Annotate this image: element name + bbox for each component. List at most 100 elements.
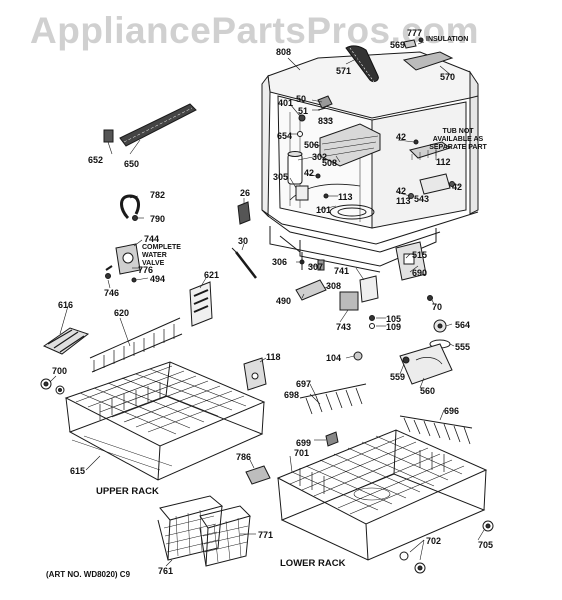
part-label-701: 701 bbox=[294, 448, 310, 458]
part-label-571: 571 bbox=[336, 66, 352, 76]
spray-nozzle-564 bbox=[429, 319, 451, 349]
part-label-570: 570 bbox=[440, 72, 456, 82]
upper-rack-drawing bbox=[64, 361, 266, 481]
bracket-308-490 bbox=[295, 252, 327, 301]
part-label-616: 616 bbox=[58, 300, 74, 310]
lower-rack-caption: LOWER RACK bbox=[280, 558, 346, 569]
part-label-113b: 113 bbox=[396, 196, 411, 206]
part-label-307: 307 bbox=[308, 262, 324, 272]
part-label-113a: 113 bbox=[338, 192, 353, 202]
part-label-560: 560 bbox=[420, 386, 436, 396]
part-label-743: 743 bbox=[336, 322, 352, 332]
part-label-42c: 42 bbox=[396, 186, 407, 196]
part-label-790: 790 bbox=[150, 214, 166, 224]
part-label-650: 650 bbox=[124, 159, 140, 169]
door-gasket-strip bbox=[103, 103, 197, 147]
part-label-564: 564 bbox=[455, 320, 471, 330]
rack-roller-700 bbox=[40, 378, 65, 395]
part-label-70: 70 bbox=[432, 302, 443, 312]
part-label-746: 746 bbox=[104, 288, 120, 298]
upper-rack-caption: UPPER RACK bbox=[96, 486, 159, 497]
part-label-782: 782 bbox=[150, 190, 166, 200]
part-label-401: 401 bbox=[278, 98, 294, 108]
screw-105 bbox=[369, 315, 375, 321]
part-label-697: 697 bbox=[296, 379, 312, 389]
watermark-text: AppliancePartsPros.com bbox=[30, 10, 479, 51]
tub-note-line-2: AVAILABLE AS bbox=[432, 136, 484, 143]
part-label-833: 833 bbox=[318, 116, 334, 126]
lower-rack-drawing bbox=[276, 429, 488, 561]
part-label-543: 543 bbox=[414, 194, 430, 204]
insulation-fragment-label: INSULATION bbox=[426, 36, 469, 43]
tine-row-697 bbox=[299, 383, 367, 415]
rack-stop-118 bbox=[243, 357, 267, 391]
part-label-705: 705 bbox=[478, 540, 494, 550]
part-label-741: 741 bbox=[334, 266, 350, 276]
upper-rack-fence-620 bbox=[89, 317, 183, 373]
part-label-490: 490 bbox=[276, 296, 292, 306]
tub-note-line-1: TUB NOT bbox=[442, 128, 474, 135]
drain-hose-782 bbox=[120, 194, 140, 221]
heater-560 bbox=[399, 343, 453, 385]
part-label-771: 771 bbox=[258, 530, 274, 540]
screw-70 bbox=[427, 295, 433, 301]
part-label-42d: 42 bbox=[452, 182, 463, 192]
tub-assembly bbox=[261, 37, 479, 273]
part-label-786: 786 bbox=[236, 452, 252, 462]
part-label-305: 305 bbox=[273, 172, 289, 182]
tub-not-available-note: TUB NOT AVAILABLE AS SEPARATE PART bbox=[426, 128, 490, 152]
part-label-808: 808 bbox=[276, 47, 292, 57]
part-label-105: 105 bbox=[386, 314, 402, 324]
part-label-652: 652 bbox=[88, 155, 104, 165]
leader-lines bbox=[49, 41, 485, 567]
part-label-761: 761 bbox=[158, 566, 174, 576]
complete-water-valve-note: COMPLETE WATER VALVE bbox=[142, 244, 182, 268]
hinge-26 bbox=[237, 201, 251, 225]
part-label-508: 508 bbox=[322, 158, 338, 168]
art-number-caption: (ART NO. WD8020) C9 bbox=[46, 570, 131, 579]
part-label-654: 654 bbox=[277, 131, 293, 141]
part-label-506: 506 bbox=[304, 140, 320, 150]
water-valve-note-line-2: WATER bbox=[142, 252, 167, 259]
tub-note-line-3: SEPARATE PART bbox=[429, 144, 487, 151]
part-label-101: 101 bbox=[316, 205, 332, 215]
part-label-690: 690 bbox=[412, 268, 428, 278]
part-label-494: 494 bbox=[150, 274, 166, 284]
pump-515 bbox=[395, 241, 427, 281]
part-label-702: 702 bbox=[426, 536, 442, 546]
washer-109 bbox=[369, 323, 375, 329]
water-valve-note-line-1: COMPLETE bbox=[142, 244, 181, 251]
part-label-615: 615 bbox=[70, 466, 86, 476]
part-label-620: 620 bbox=[114, 308, 130, 318]
tine-row-696 bbox=[399, 415, 473, 445]
part-label-699: 699 bbox=[296, 438, 312, 448]
part-label-306: 306 bbox=[272, 257, 288, 267]
part-label-104: 104 bbox=[326, 353, 342, 363]
part-label-30: 30 bbox=[238, 236, 249, 246]
water-valve-744 bbox=[105, 243, 141, 283]
tine-block-616 bbox=[42, 327, 90, 355]
part-label-744: 744 bbox=[144, 234, 160, 244]
part-label-696: 696 bbox=[444, 406, 460, 416]
motor-component-743 bbox=[339, 275, 379, 311]
part-label-308: 308 bbox=[326, 281, 342, 291]
part-label-112: 112 bbox=[436, 157, 451, 167]
part-label-118: 118 bbox=[266, 352, 281, 362]
rack-wheel-702 bbox=[399, 520, 494, 574]
part-label-51: 51 bbox=[298, 106, 309, 116]
part-786 bbox=[245, 465, 271, 485]
part-label-555: 555 bbox=[455, 342, 471, 352]
part-label-26: 26 bbox=[240, 188, 251, 198]
part-label-42a: 42 bbox=[396, 132, 407, 142]
part-label-700: 700 bbox=[52, 366, 68, 376]
silverware-basket-drawing bbox=[157, 495, 251, 567]
part-label-109: 109 bbox=[386, 322, 402, 332]
part-label-776: 776 bbox=[138, 265, 154, 275]
part-label-559: 559 bbox=[390, 372, 406, 382]
part-label-42b: 42 bbox=[304, 168, 315, 178]
part-label-569: 569 bbox=[390, 40, 406, 50]
part-label-621: 621 bbox=[204, 270, 220, 280]
spring-30 bbox=[231, 247, 257, 279]
